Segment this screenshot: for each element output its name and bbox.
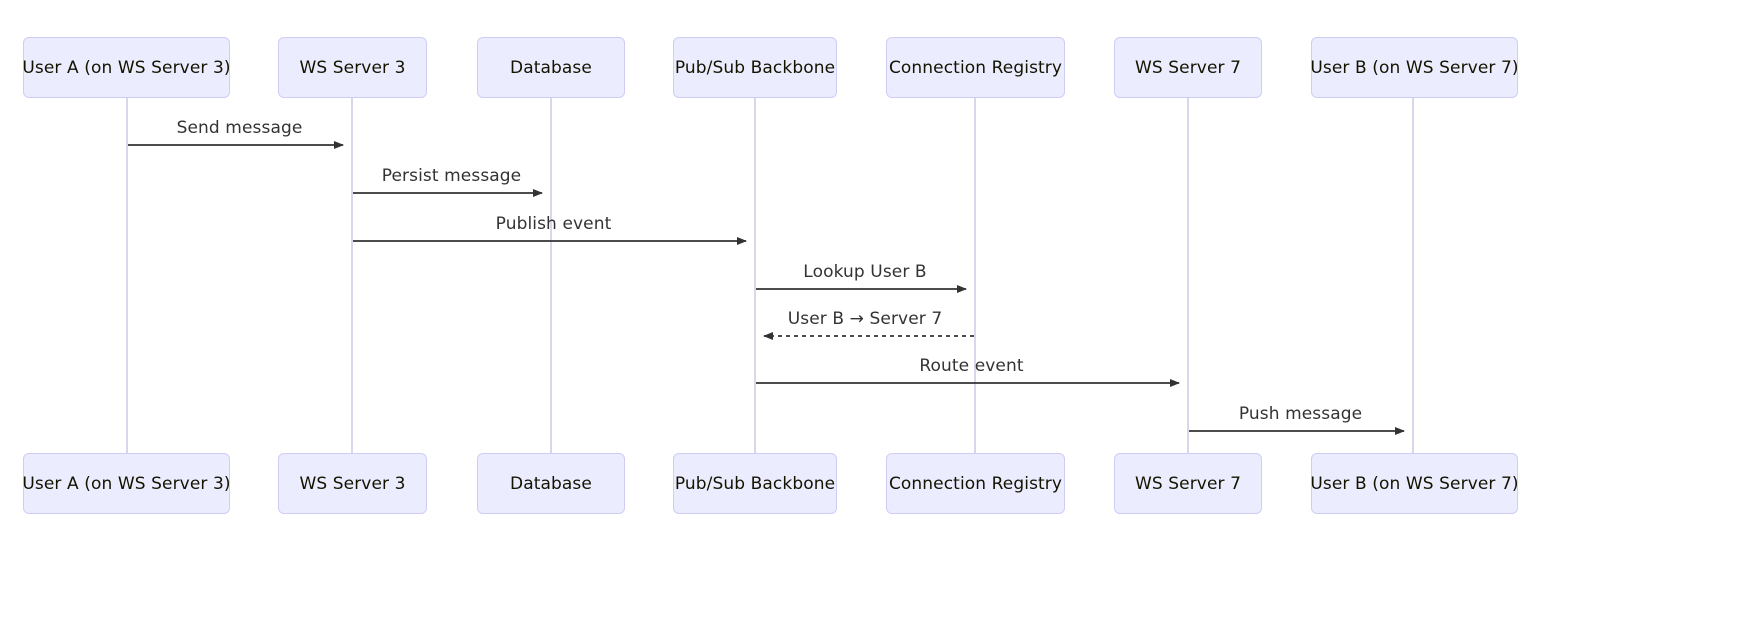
participant-bottom-ws7[interactable]: WS Server 7 <box>1114 453 1262 514</box>
message-arrows-group <box>128 141 1405 435</box>
message-label-2: Publish event <box>495 214 612 234</box>
participant-bottom-userB[interactable]: User B (on WS Server 7) <box>1310 453 1519 514</box>
message-label-1: Persist message <box>381 166 522 186</box>
message-label-4: User B → Server 7 <box>787 309 943 329</box>
participant-bottom-db[interactable]: Database <box>477 453 625 514</box>
participant-top-ws7[interactable]: WS Server 7 <box>1114 37 1262 98</box>
participant-bottom-pubsub[interactable]: Pub/Sub Backbone <box>673 453 837 514</box>
participant-top-db[interactable]: Database <box>477 37 625 98</box>
lifelines-group <box>126 98 1414 453</box>
message-label-3: Lookup User B <box>803 262 927 282</box>
participant-top-userB[interactable]: User B (on WS Server 7) <box>1310 37 1519 98</box>
participant-top-ws3[interactable]: WS Server 3 <box>278 37 427 98</box>
message-label-0: Send message <box>176 118 303 138</box>
participant-bottom-userA[interactable]: User A (on WS Server 3) <box>22 453 231 514</box>
message-label-5: Route event <box>919 356 1024 376</box>
participant-bottom-registry[interactable]: Connection Registry <box>886 453 1065 514</box>
participant-top-pubsub[interactable]: Pub/Sub Backbone <box>673 37 837 98</box>
message-label-6: Push message <box>1238 404 1363 424</box>
participant-top-userA[interactable]: User A (on WS Server 3) <box>22 37 231 98</box>
participant-top-registry[interactable]: Connection Registry <box>886 37 1065 98</box>
participant-bottom-ws3[interactable]: WS Server 3 <box>278 453 427 514</box>
